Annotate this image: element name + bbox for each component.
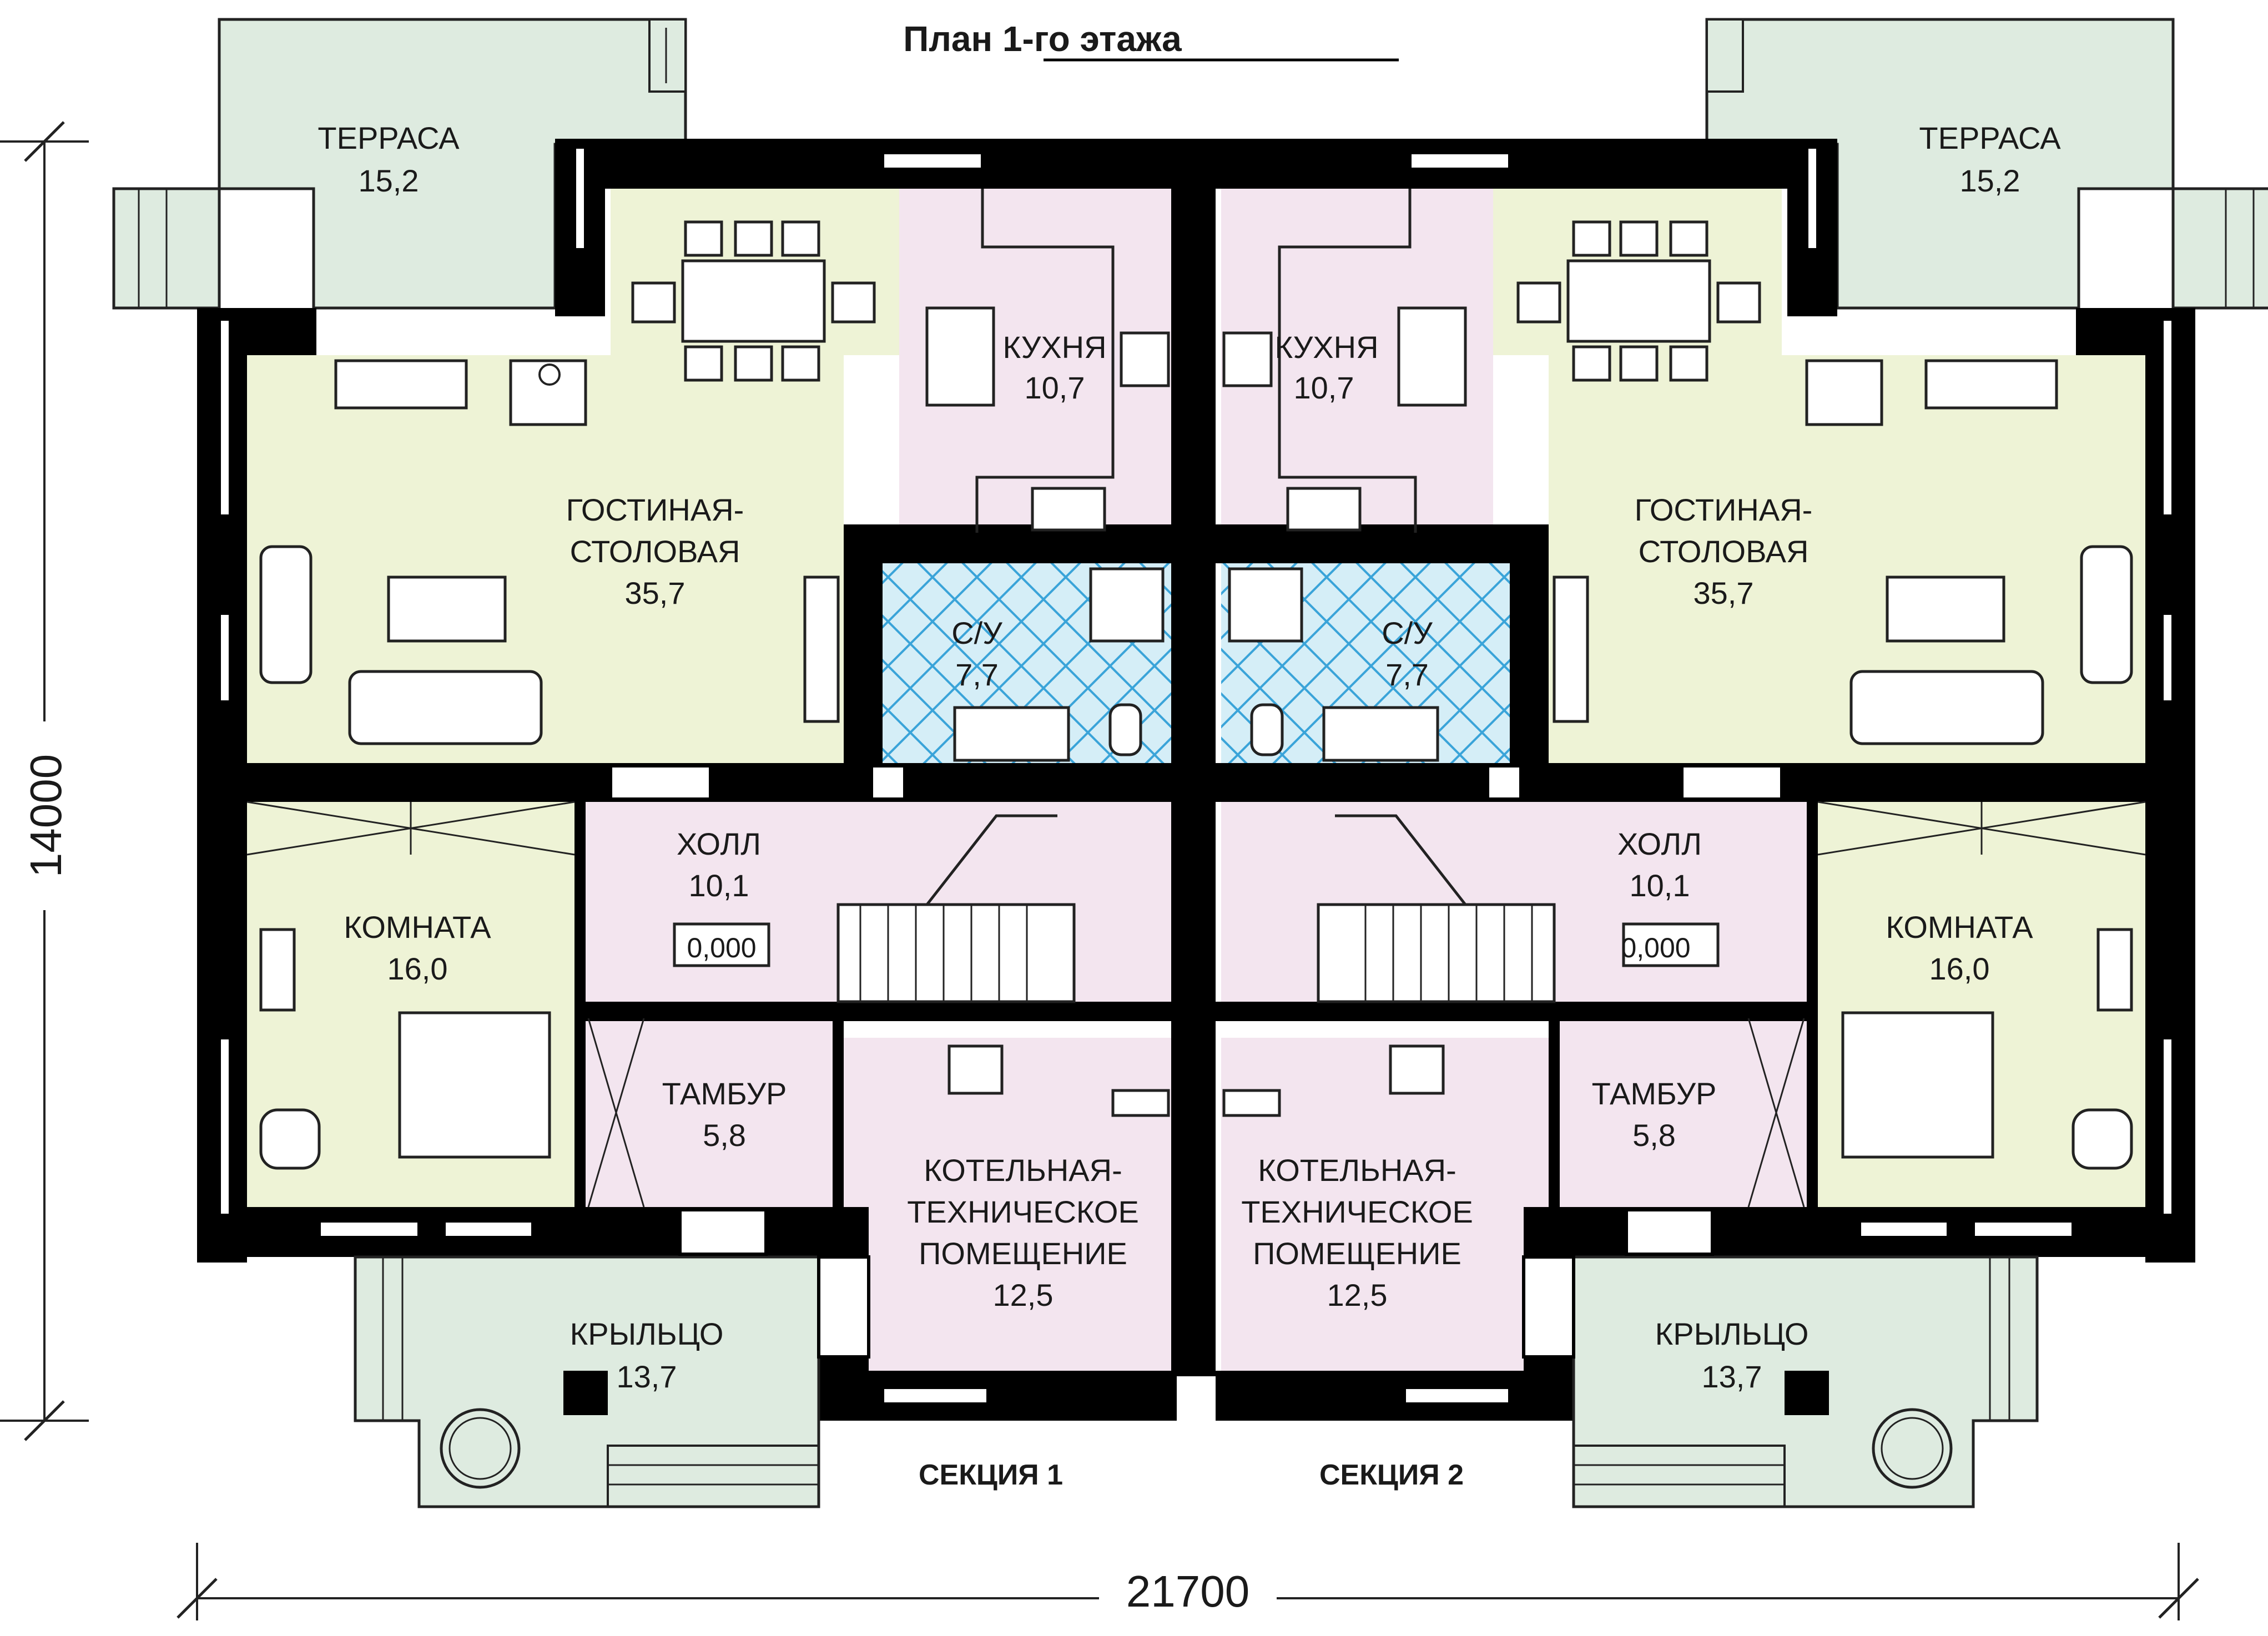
kitchen-island bbox=[925, 306, 995, 407]
terrace-area: 15,2 bbox=[359, 163, 419, 198]
bath-label: С/У bbox=[951, 615, 1002, 650]
boiler-label-2: ТЕХНИЧЕСКОЕ bbox=[907, 1194, 1139, 1229]
height-dimension: 14000 bbox=[21, 754, 70, 877]
living-2-area: 35,7 bbox=[1694, 575, 1754, 610]
hall-2-level: 0,000 bbox=[1621, 932, 1690, 963]
vestibule bbox=[586, 1021, 833, 1207]
bath-2-area: 7,7 bbox=[1385, 657, 1429, 692]
porch-area: 13,7 bbox=[617, 1359, 677, 1394]
boiler-label-3: ПОМЕЩЕНИЕ bbox=[919, 1236, 1127, 1271]
porch-2 bbox=[1572, 1255, 2039, 1508]
dimension-lines: 21700 14000 bbox=[0, 121, 2199, 1626]
armchair bbox=[259, 545, 313, 684]
kitchen-label: КУХНЯ bbox=[1002, 330, 1106, 365]
vestibule-2 bbox=[1560, 1021, 1807, 1207]
toilet bbox=[1108, 703, 1142, 756]
bedroom-2-label: КОМНАТА bbox=[1886, 910, 2033, 945]
boiler bbox=[947, 1044, 1004, 1095]
hall-2-area: 10,1 bbox=[1630, 868, 1690, 903]
dining-table bbox=[631, 220, 876, 382]
porch-label: КРЫЛЬЦО bbox=[570, 1316, 724, 1351]
coffee-table bbox=[387, 575, 507, 643]
vestibule-2-label: ТАМБУР bbox=[1592, 1076, 1717, 1111]
kitchen-2-area: 10,7 bbox=[1294, 370, 1354, 405]
vestibule-2-area: 5,8 bbox=[1632, 1118, 1676, 1153]
section-1-plan bbox=[112, 18, 1216, 1508]
terrace bbox=[112, 18, 687, 310]
boiler-area: 12,5 bbox=[993, 1278, 1054, 1312]
bath-area: 7,7 bbox=[955, 657, 999, 692]
porch-2-label: КРЫЛЬЦО bbox=[1655, 1316, 1809, 1351]
hall-2-label: ХОЛЛ bbox=[1617, 826, 1702, 861]
porch bbox=[354, 1255, 820, 1508]
bedroom-2-area: 16,0 bbox=[1929, 951, 1990, 986]
living-area: 35,7 bbox=[625, 575, 686, 610]
porch-2-area: 13,7 bbox=[1702, 1359, 1762, 1394]
hall-label: ХОЛЛ bbox=[677, 826, 761, 861]
hall-level: 0,000 bbox=[687, 932, 756, 963]
living-label-1: ГОСТИНАЯ- bbox=[566, 492, 744, 527]
kitchen-2-label: КУХНЯ bbox=[1274, 330, 1378, 365]
shower bbox=[1089, 567, 1165, 643]
bed bbox=[398, 1011, 551, 1159]
kitchen-area: 10,7 bbox=[1025, 370, 1085, 405]
terrace-label: ТЕРРАСА bbox=[317, 120, 460, 155]
kitchen-sink bbox=[1031, 487, 1106, 532]
boiler-2-label-3: ПОМЕЩЕНИЕ bbox=[1253, 1236, 1461, 1271]
plan-title: План 1-го этажа bbox=[903, 19, 1182, 59]
boiler-2-label-2: ТЕХНИЧЕСКОЕ bbox=[1241, 1194, 1473, 1229]
living-label-2: СТОЛОВАЯ bbox=[570, 534, 740, 569]
living-2-label-2: СТОЛОВАЯ bbox=[1639, 534, 1809, 569]
boiler-2-area: 12,5 bbox=[1327, 1278, 1388, 1312]
sofa bbox=[348, 670, 543, 745]
vestibule-area: 5,8 bbox=[703, 1118, 746, 1153]
labels-section-1: ТЕРРАСА 15,2 КУХНЯ 10,7 ГОСТИНАЯ- СТОЛОВ… bbox=[317, 120, 1138, 1491]
width-dimension: 21700 bbox=[1126, 1567, 1249, 1616]
hall-area: 10,1 bbox=[689, 868, 749, 903]
staircase bbox=[836, 814, 1076, 1003]
boiler-label-1: КОТЕЛЬНАЯ- bbox=[924, 1153, 1122, 1188]
section-1-label: СЕКЦИЯ 1 bbox=[919, 1459, 1063, 1491]
bedroom-label: КОМНАТА bbox=[344, 910, 491, 945]
level-mark bbox=[673, 922, 770, 967]
washbasin bbox=[953, 706, 1070, 762]
boiler-2-label-1: КОТЕЛЬНАЯ- bbox=[1258, 1153, 1456, 1188]
labels-section-2: ТЕРРАСА 15,2 КУХНЯ 10,7 ГОСТИНАЯ- СТОЛОВ… bbox=[1241, 120, 2061, 1491]
section-2-label: СЕКЦИЯ 2 bbox=[1319, 1459, 1464, 1491]
bath-2-label: С/У bbox=[1382, 615, 1433, 650]
section-2-plan bbox=[1216, 18, 2268, 1508]
vestibule-label: ТАМБУР bbox=[662, 1076, 787, 1111]
stove bbox=[1120, 331, 1170, 387]
bedroom-area: 16,0 bbox=[387, 951, 448, 986]
terrace-2-label: ТЕРРАСА bbox=[1919, 120, 2061, 155]
terrace-2-area: 15,2 bbox=[1960, 163, 2020, 198]
tv-stand bbox=[334, 359, 468, 410]
terrace-2 bbox=[1705, 18, 2268, 310]
living-2-label-1: ГОСТИНАЯ- bbox=[1635, 492, 1813, 527]
